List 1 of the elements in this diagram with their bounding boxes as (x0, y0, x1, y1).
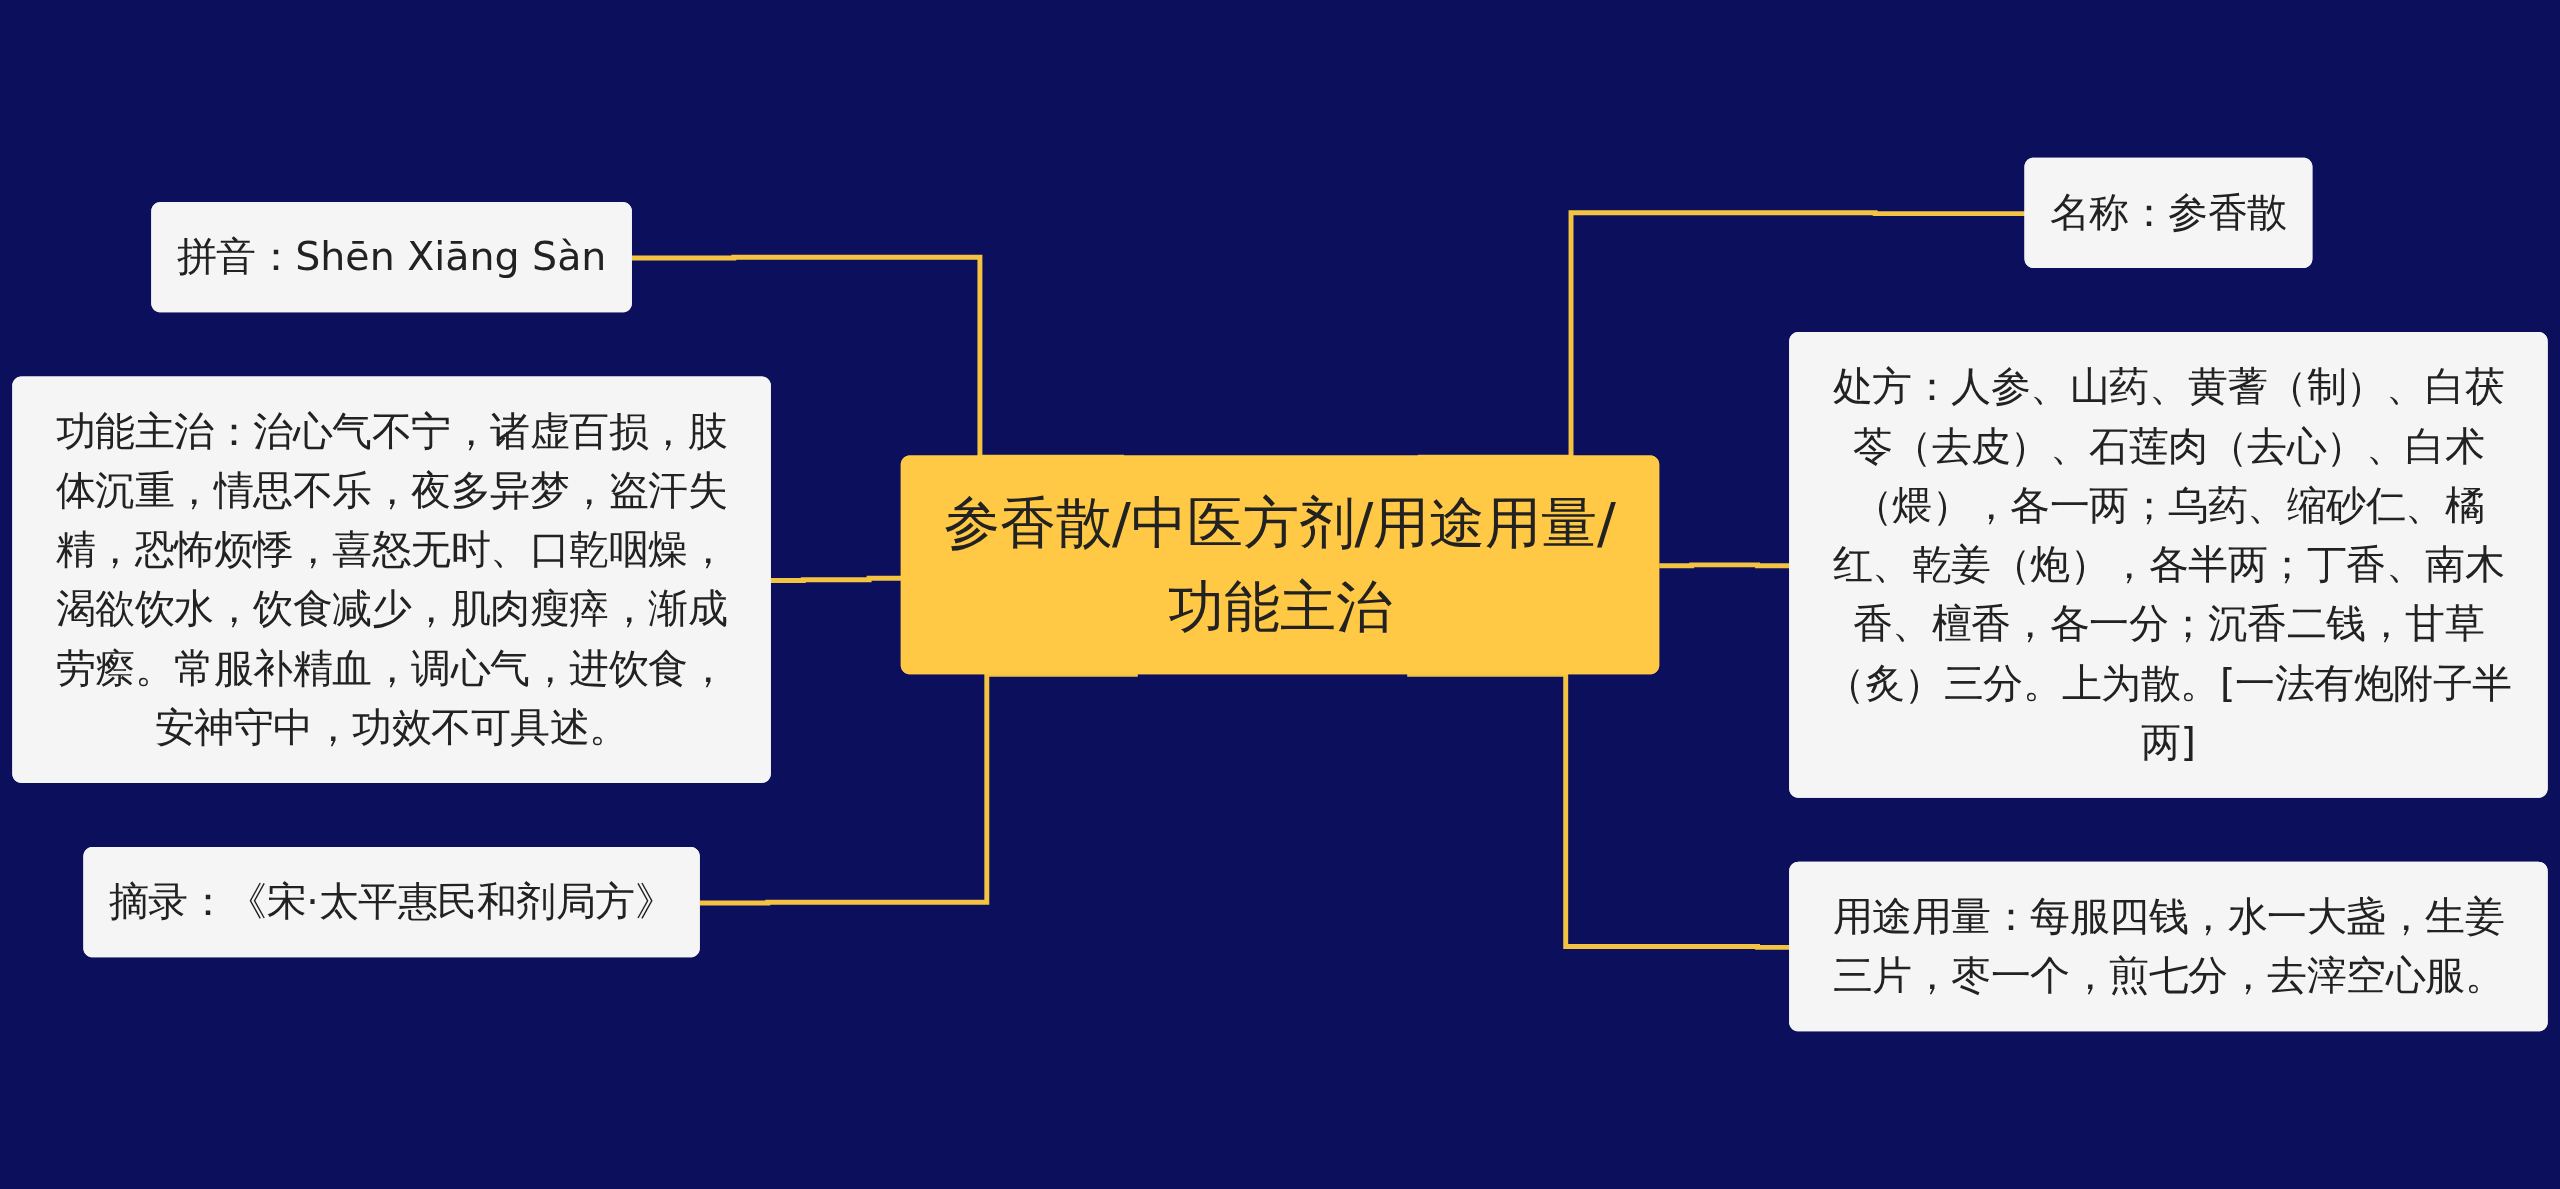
connector (1659, 562, 1791, 569)
